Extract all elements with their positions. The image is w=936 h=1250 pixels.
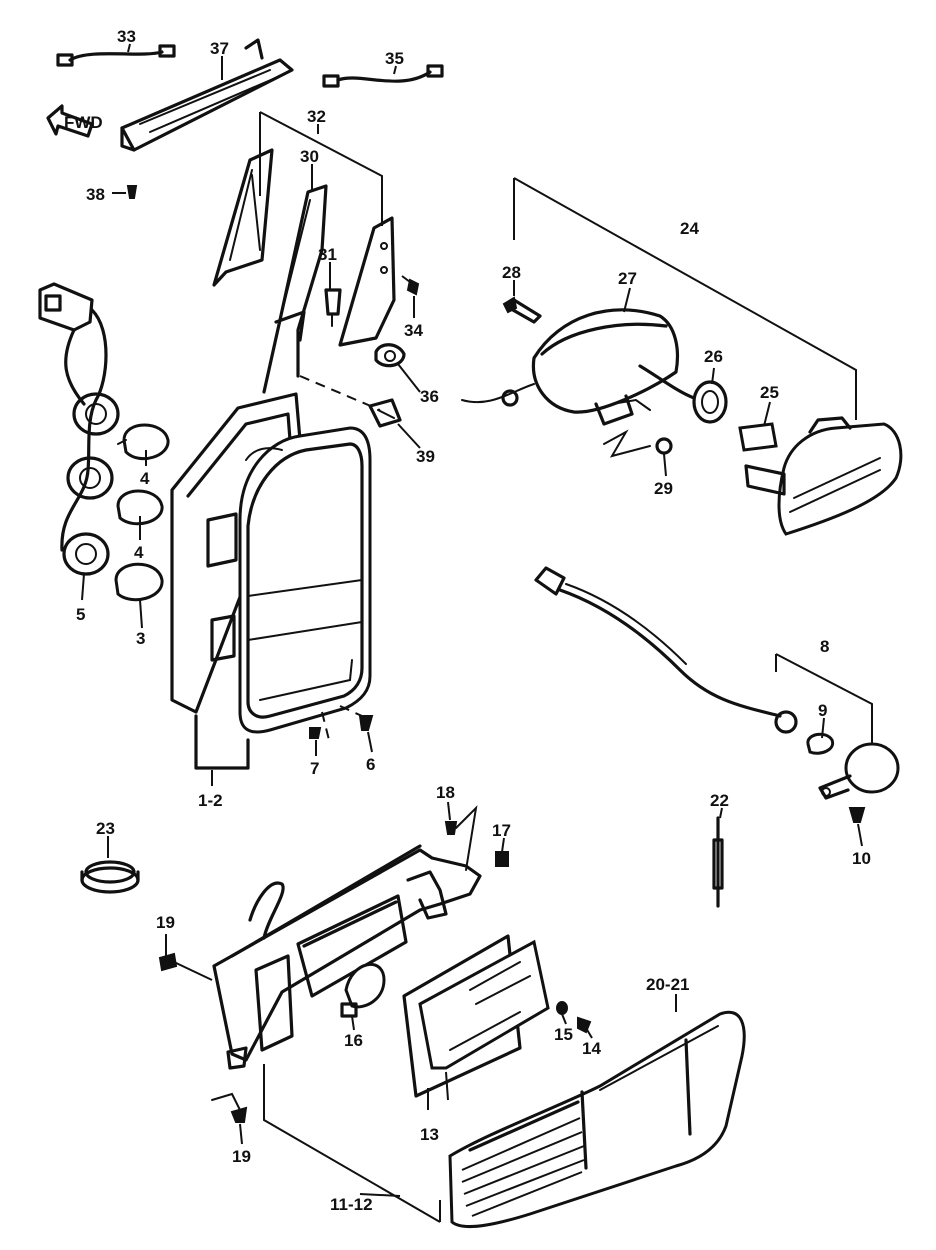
callout-31: 31 — [318, 245, 337, 264]
bracket-32 — [338, 216, 396, 347]
callout-33: 33 — [117, 27, 136, 46]
callout-30: 30 — [300, 147, 319, 166]
bulb-4-upper — [117, 423, 170, 461]
bulb-4-lower — [116, 489, 164, 526]
nut-7 — [309, 727, 322, 739]
callout-4a: 4 — [140, 469, 150, 488]
front-direction-arrow-icon: FWD — [46, 104, 103, 138]
callout-labels: 33 37 35 32 30 38 31 34 36 39 24 28 27 2… — [76, 27, 871, 1214]
callout-29: 29 — [654, 479, 673, 498]
callout-7: 7 — [310, 759, 319, 778]
callout-1-2: 1-2 — [198, 791, 223, 810]
lamp-bracket-11-12 — [212, 844, 482, 1070]
screw-19-upper — [158, 952, 213, 981]
callout-15: 15 — [554, 1025, 573, 1044]
callout-17: 17 — [492, 821, 511, 840]
callout-5: 5 — [76, 605, 85, 624]
callout-26: 26 — [704, 347, 723, 366]
nut-15 — [556, 1001, 568, 1015]
callout-16: 16 — [344, 1031, 363, 1050]
screw-38 — [112, 185, 138, 199]
side-marker-lens-24 — [744, 416, 903, 536]
callout-19-upper: 19 — [156, 913, 175, 932]
bolt-31 — [324, 288, 342, 327]
socket-26 — [638, 364, 728, 424]
bracket-left — [212, 148, 274, 287]
callout-25: 25 — [760, 383, 779, 402]
callout-36: 36 — [420, 387, 439, 406]
rear-combination-lamp-1-2 — [170, 392, 372, 770]
high-mount-stop-lamp-37 — [120, 38, 294, 152]
screw-10 — [848, 807, 866, 823]
bracket-30 — [262, 184, 328, 394]
callout-10: 10 — [852, 849, 871, 868]
screw-19-lower — [211, 1092, 248, 1123]
callout-34: 34 — [404, 321, 423, 340]
socket-harness — [38, 282, 120, 576]
bulb-9 — [806, 732, 835, 755]
callout-14: 14 — [582, 1039, 601, 1058]
callout-13: 13 — [420, 1125, 439, 1144]
callout-24: 24 — [680, 219, 699, 238]
bulb-16 — [340, 963, 386, 1018]
callout-35: 35 — [385, 49, 404, 68]
callout-11-12: 11-12 — [330, 1195, 373, 1214]
stud-22 — [712, 816, 724, 908]
screw-18 — [444, 805, 478, 871]
arrow-label: FWD — [64, 113, 103, 132]
bulb-25 — [738, 422, 778, 452]
callout-9: 9 — [818, 701, 827, 720]
clip-39 — [368, 398, 402, 428]
screw-28 — [502, 296, 542, 324]
callout-3: 3 — [136, 629, 145, 648]
bulb-3 — [114, 562, 164, 602]
ring-23 — [80, 860, 140, 894]
callout-22: 22 — [710, 791, 729, 810]
wire-harness-33 — [56, 44, 176, 67]
callout-38: 38 — [86, 185, 105, 204]
callout-4b: 4 — [134, 543, 144, 562]
callout-32: 32 — [307, 107, 326, 126]
callout-39: 39 — [416, 447, 435, 466]
callout-20-21: 20-21 — [646, 975, 689, 994]
callout-8: 8 — [820, 637, 829, 656]
marker-lamp-harness — [534, 566, 798, 734]
callout-23: 23 — [96, 819, 115, 838]
lens-13 — [402, 934, 550, 1098]
grommet-36 — [374, 343, 406, 368]
callout-18: 18 — [436, 783, 455, 802]
leader-lines — [81, 43, 863, 1197]
callout-19-lower: 19 — [232, 1147, 251, 1166]
callout-37: 37 — [210, 39, 229, 58]
garnish-20-21 — [448, 1010, 746, 1229]
marker-lamp-8 — [818, 742, 900, 800]
nut-34 — [401, 275, 420, 296]
callout-28: 28 — [502, 263, 521, 282]
callout-27: 27 — [618, 269, 637, 288]
wire-harness-35 — [322, 64, 444, 88]
callout-6: 6 — [366, 755, 375, 774]
screw-17 — [495, 851, 509, 867]
screw-6 — [321, 705, 374, 745]
screw-29 — [603, 398, 673, 458]
lamp-housing-27 — [461, 308, 680, 426]
